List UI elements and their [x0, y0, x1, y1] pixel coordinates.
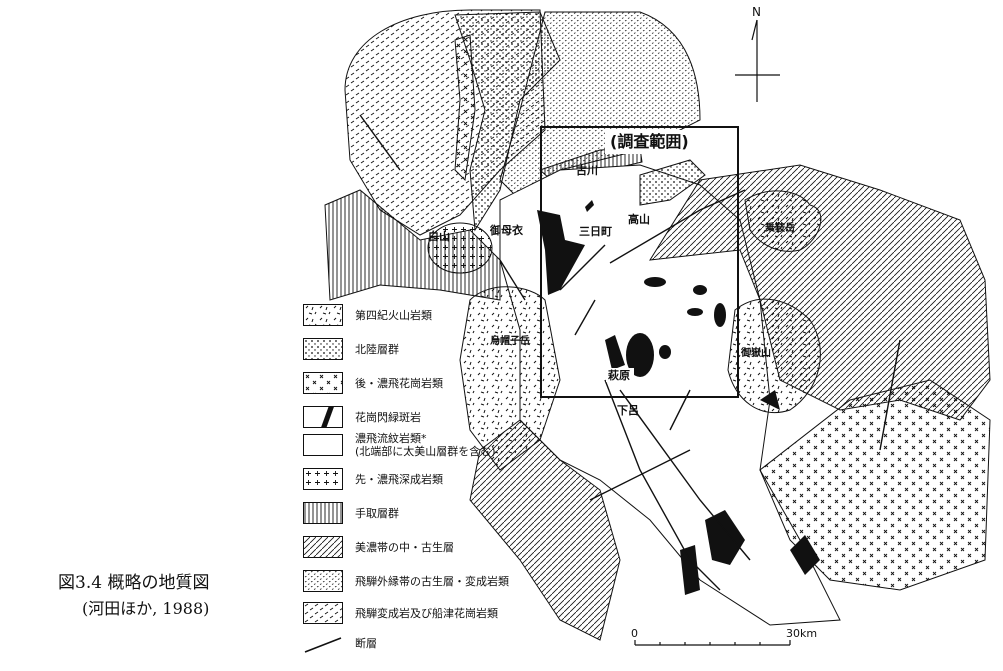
- black-fill-icon: [303, 406, 343, 428]
- legend-item: 先・濃飛深成岩類: [303, 468, 443, 490]
- volcanic-pattern-icon: [303, 304, 343, 326]
- plus-pattern-icon: [303, 468, 343, 490]
- scale-start: 0: [631, 627, 638, 640]
- figure-caption: 図3.4 概略の地質図 (河田ほか, 1988): [58, 570, 209, 622]
- granodiorite-porphyry-bodies: [537, 200, 820, 595]
- legend-item: 北陸層群: [303, 338, 399, 360]
- place-takayama: 高山: [628, 212, 650, 226]
- legend-item: 後・濃飛花崗岩類: [303, 372, 443, 394]
- place-norikuradake: 乗鞍岳: [764, 221, 795, 234]
- legend-label: 手取層群: [355, 506, 399, 520]
- legend-item: 美濃帯の中・古生層: [303, 536, 454, 558]
- legend-label: 飛騨外縁帯の古生層・変成岩類: [355, 574, 509, 588]
- dot-pattern-icon: [303, 338, 343, 360]
- legend-item: 断層: [303, 632, 377, 654]
- legend-label: 濃飛流紋岩類*(北端部に太美山層群を含む): [355, 432, 496, 458]
- legend-item: 濃飛流紋岩類*(北端部に太美山層群を含む): [303, 432, 496, 458]
- place-eboshidake: 烏帽子岳: [490, 334, 530, 347]
- hokuriku-region-takayama: [639, 159, 706, 206]
- x-pattern-icon: [303, 372, 343, 394]
- legend-label: 断層: [355, 636, 377, 650]
- caption-source: (河田ほか, 1988): [82, 599, 210, 618]
- norikura-volcanic-region: [744, 190, 822, 252]
- vertical-lines-icon: [303, 502, 343, 524]
- legend-label: 先・濃飛深成岩類: [355, 472, 443, 486]
- pre-nohi-plutonic-region: [427, 222, 493, 274]
- ontake-volcanic-region: [727, 298, 821, 414]
- post-nohi-granite-north: [454, 34, 476, 182]
- survey-area-box: [540, 126, 739, 398]
- scale-end: 30km: [786, 627, 817, 640]
- legend-item: 手取層群: [303, 502, 399, 524]
- place-mikkamachi: 三日町: [579, 225, 612, 238]
- legend-label: 美濃帯の中・古生層: [355, 540, 454, 554]
- legend-label: 花崗閃緑斑岩: [355, 410, 421, 424]
- blank-icon: [303, 434, 343, 456]
- place-hakusan: 白山: [428, 229, 450, 243]
- legend-item: 飛騨変成岩及び船津花崗岩類: [303, 602, 498, 624]
- dash-pattern-icon: [303, 602, 343, 624]
- legend-item: 第四紀火山岩類: [303, 304, 432, 326]
- diagonal-lines-icon: [303, 536, 343, 558]
- legend-item: 花崗閃緑斑岩: [303, 406, 421, 428]
- place-gero: 下呂: [617, 404, 639, 417]
- eboshi-volcanic-region: [459, 286, 561, 471]
- caption-title: 図3.4 概略の地質図: [58, 573, 210, 593]
- legend-label: 後・濃飛花崗岩類: [355, 376, 443, 390]
- fault-line-icon: [303, 632, 343, 654]
- place-miboro: 御母衣: [489, 223, 524, 237]
- legend-item: 飛騨外縁帯の古生層・変成岩類: [303, 570, 509, 592]
- legend-label: 北陸層群: [355, 342, 399, 356]
- place-hagiwara: 萩原: [607, 368, 630, 382]
- north-label: N: [752, 5, 761, 19]
- place-furukawa: 古川: [576, 163, 598, 177]
- mino-belt-southwest: [469, 419, 621, 641]
- scale-bar: [634, 640, 791, 646]
- fine-dash-pattern-icon: [303, 570, 343, 592]
- legend-label: 飛騨変成岩及び船津花崗岩類: [355, 606, 498, 620]
- place-ontakesan: 御嶽山: [740, 346, 771, 359]
- survey-area-label: (調査範囲): [610, 132, 689, 151]
- north-arrow: [735, 19, 780, 102]
- legend-label: 第四紀火山岩類: [355, 308, 432, 322]
